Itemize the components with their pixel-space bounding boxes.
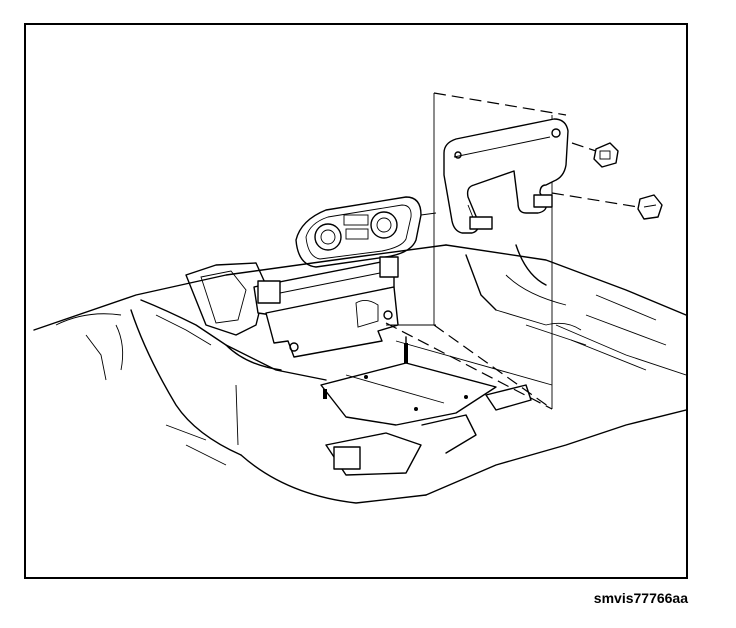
fasteners [551,142,663,220]
figure-caption: smvis77766aa [593,590,688,606]
right-side-details [465,244,582,331]
lower-console-bracket [253,256,399,358]
instrument-panel [295,196,437,268]
floor-pan [320,336,532,476]
console-bracket-illustration [33,92,686,504]
diagram-frame [24,23,688,579]
vehicle-floor [33,244,686,504]
alignment-lines [385,92,567,410]
upper-console-bracket [443,118,569,234]
